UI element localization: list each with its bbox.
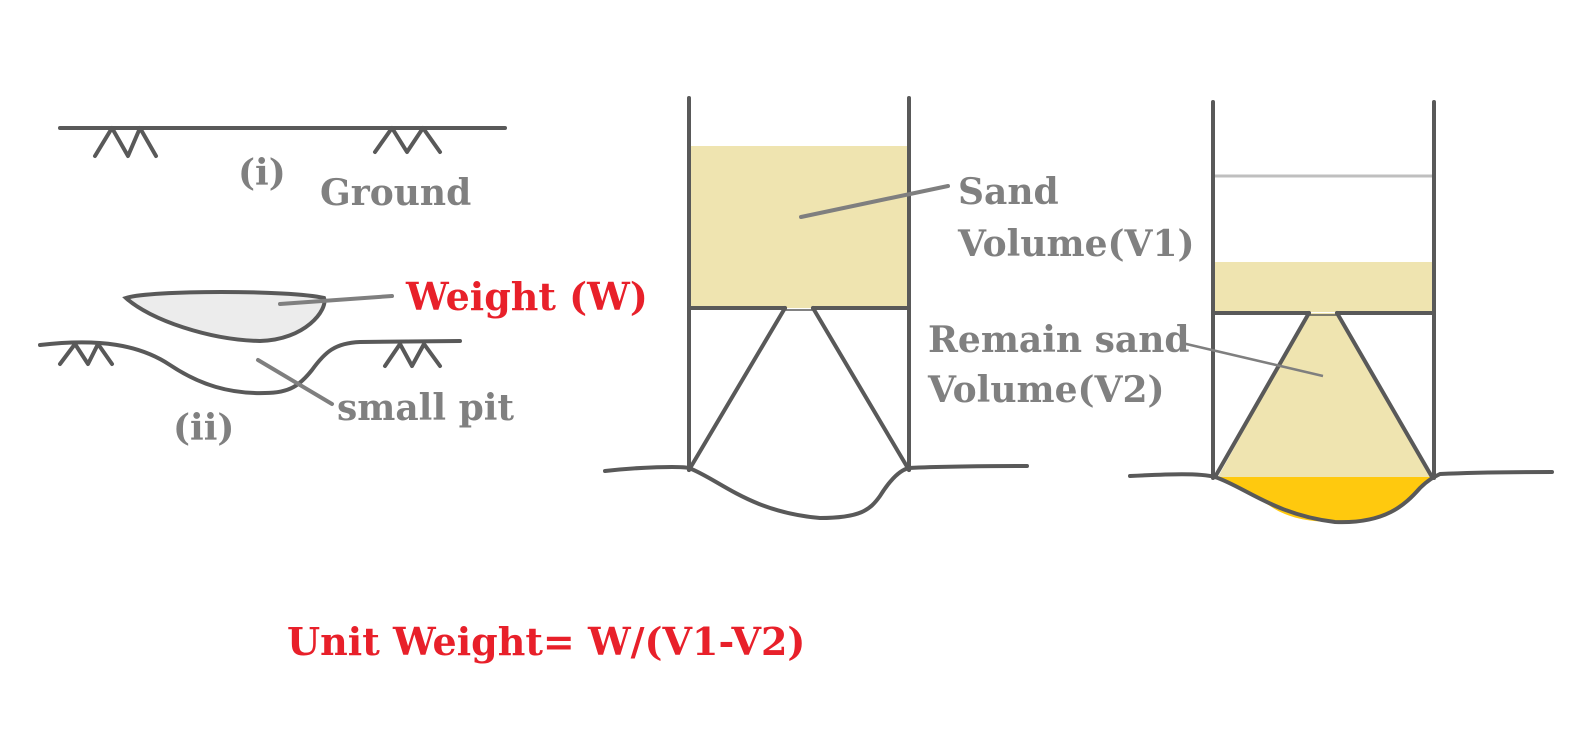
weight-leader — [278, 294, 394, 306]
volume-v1-label: Volume(V1) — [957, 223, 1195, 265]
remain-sand-leader — [1181, 341, 1324, 378]
sand-leader — [799, 184, 950, 219]
cone-right — [1335, 311, 1434, 479]
remain-sand-label: Remain sand — [928, 319, 1190, 361]
weight-label: Weight (W) — [405, 274, 648, 319]
ground-with-pit-2 — [1128, 470, 1554, 525]
volume-v2-label: Volume(V2) — [927, 369, 1165, 411]
cone-left — [1213, 311, 1311, 479]
ground-hatch-icon — [93, 126, 158, 158]
ground-label: Ground — [320, 172, 471, 214]
pit-ground-line — [38, 339, 462, 396]
ground-with-pit-1 — [603, 464, 1029, 520]
sand-label: Sand — [958, 171, 1059, 213]
excavated-soil-weight — [122, 290, 327, 344]
ground-hatch-icon — [373, 126, 442, 154]
sand-cone-initial: Sand Volume(V1) — [603, 96, 1195, 520]
cone-sand-fill — [1218, 313, 1431, 477]
pit-sand-fill — [1218, 477, 1431, 522]
sand-cone-remaining: Remain sand Volume(V2) — [927, 100, 1554, 525]
ground-hatch-icon — [58, 342, 114, 366]
pit-leader — [256, 358, 334, 406]
small-pit-label: small pit — [337, 387, 514, 429]
panel-i-ground: (i) Ground — [58, 126, 507, 214]
cone-left — [687, 306, 787, 472]
sand-fill-v1 — [691, 146, 908, 308]
stage-ii-label: (ii) — [173, 407, 234, 449]
stage-i-label: (i) — [238, 152, 286, 194]
cone-right — [811, 306, 911, 472]
sand-fill-v2 — [1215, 262, 1432, 312]
panel-ii-pit: Weight (W) small pit (ii) — [38, 274, 648, 449]
ground-hatch-icon — [383, 342, 442, 368]
unit-weight-formula: Unit Weight= W/(V1-V2) — [287, 619, 805, 664]
